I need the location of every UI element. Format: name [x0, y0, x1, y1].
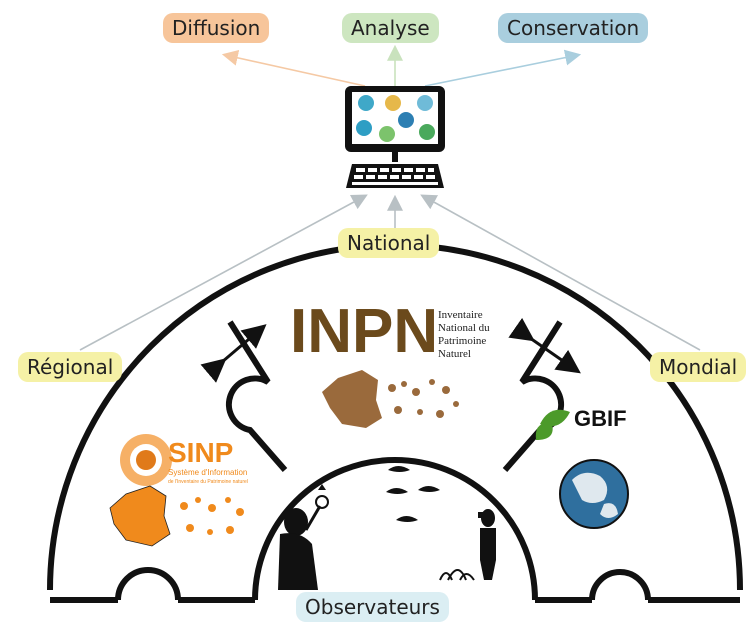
arrow-mondial-to-computer	[420, 194, 701, 351]
arrow-to-diffusion	[221, 49, 366, 87]
label-diffusion: Diffusion	[163, 13, 270, 43]
keyboard-icon	[346, 164, 444, 188]
globe-icon	[559, 459, 629, 529]
label-regional: Régional	[18, 352, 123, 382]
inpn-logo: INPN Inventaire National du Patrimoine N…	[290, 297, 490, 366]
label-mondial: Mondial	[650, 352, 747, 382]
label-observateurs: Observateurs	[296, 592, 449, 622]
svg-text:Inventaire: Inventaire	[438, 309, 483, 321]
svg-text:Naturel: Naturel	[438, 348, 471, 360]
svg-text:de l'Inventaire du Patrimoine: de l'Inventaire du Patrimoine naturel	[168, 479, 248, 485]
observer-silhouette-icon	[278, 484, 329, 590]
sinp-logo: SINP Système d'Information de l'Inventai…	[120, 434, 248, 486]
svg-text:Système d'Information: Système d'Information	[168, 468, 247, 477]
svg-text:INPN: INPN	[290, 297, 438, 366]
label-analyse: Analyse	[342, 13, 439, 43]
grass-icon	[439, 569, 475, 581]
svg-text:National du: National du	[438, 322, 490, 334]
label-conservation: Conservation	[498, 13, 649, 43]
label-national: National	[338, 228, 440, 258]
svg-text:Patrimoine: Patrimoine	[438, 335, 486, 347]
gbif-logo: GBIF	[535, 406, 627, 440]
birds-icon	[386, 466, 440, 522]
regional-france-map-icon	[109, 485, 244, 547]
france-map-icon	[322, 370, 459, 428]
arrow-to-conservation	[424, 49, 582, 87]
exchange-arrow-right	[508, 317, 581, 374]
svg-text:GBIF: GBIF	[574, 406, 627, 431]
exchange-arrow-left	[200, 324, 267, 383]
observer-binoculars-icon	[478, 509, 496, 580]
arrow-regional-to-computer	[79, 194, 368, 351]
computer-icon	[345, 86, 445, 162]
svg-text:SINP: SINP	[168, 437, 233, 468]
